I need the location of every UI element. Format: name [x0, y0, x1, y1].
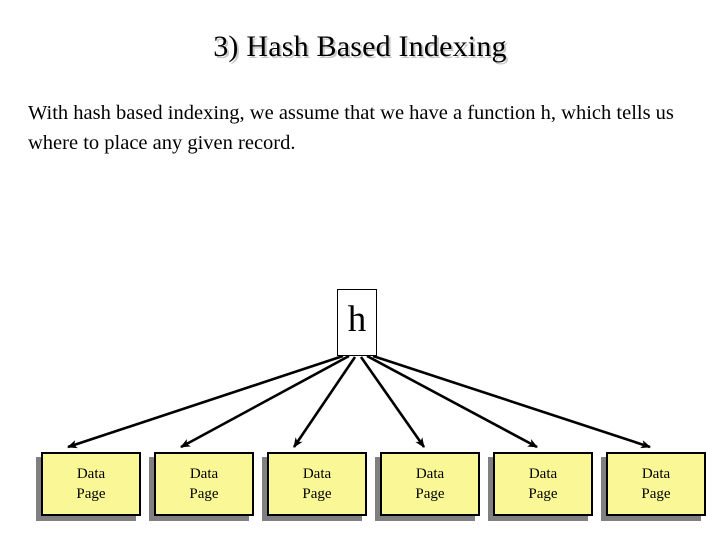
arrow-to-page-2	[180, 354, 350, 449]
data-page-label-line1: Data	[189, 466, 219, 482]
data-page-label-line1: Data	[415, 466, 445, 482]
data-page-face: Data Page	[154, 452, 254, 516]
data-page-face: Data Page	[380, 452, 480, 516]
hash-function-node: h	[337, 289, 377, 356]
arrow-to-page-1	[67, 354, 344, 449]
arrow-to-page-3	[292, 356, 357, 448]
page-title: 3) Hash Based Indexing	[213, 30, 507, 63]
data-page-label-line1: Data	[76, 466, 106, 482]
data-page-face: Data Page	[41, 452, 141, 516]
arrow-to-page-5	[366, 354, 538, 449]
data-page-box-5: Data Page	[488, 452, 593, 521]
data-page-label-line1: Data	[302, 466, 332, 482]
data-page-label-line2: Page	[76, 486, 106, 502]
data-page-box-1: Data Page	[36, 452, 141, 521]
data-page-label-line1: Data	[641, 466, 671, 482]
arrow-to-page-6	[372, 354, 651, 449]
data-page-label-line2: Page	[415, 486, 445, 502]
data-page-face: Data Page	[267, 452, 367, 516]
data-page-box-2: Data Page	[149, 452, 254, 521]
data-page-label-line2: Page	[528, 486, 558, 502]
data-page-label-line2: Page	[189, 486, 219, 502]
data-page-box-6: Data Page	[601, 452, 706, 521]
data-page-label-line1: Data	[528, 466, 558, 482]
data-page-label-line2: Page	[641, 486, 671, 502]
data-page-box-3: Data Page	[262, 452, 367, 521]
data-page-label-line2: Page	[302, 486, 332, 502]
data-page-face: Data Page	[606, 452, 706, 516]
body-paragraph: With hash based indexing, we assume that…	[28, 102, 674, 154]
arrow-to-page-4	[359, 356, 426, 448]
hash-function-label: h	[347, 299, 367, 340]
data-page-box-4: Data Page	[375, 452, 480, 521]
data-page-face: Data Page	[493, 452, 593, 516]
